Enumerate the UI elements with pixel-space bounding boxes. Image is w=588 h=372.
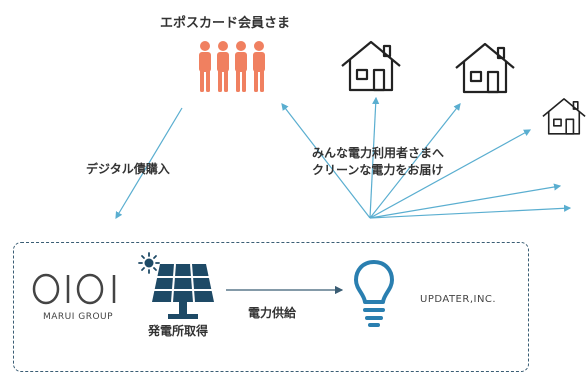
light-bulb-icon [354, 260, 394, 327]
marui-group-logo: MARUI GROUP [28, 272, 128, 322]
house-icon [542, 98, 586, 135]
arrow-to-members [281, 103, 371, 219]
digital-purchase-label: デジタル債購入 [86, 162, 170, 176]
solar-panel-icon [152, 263, 214, 319]
arrow-to-right-2 [369, 204, 572, 219]
message-line-1: みんな電力利用者さまへ [312, 146, 445, 160]
arrow-to-house-3 [369, 129, 532, 219]
arrow-to-house-1 [369, 96, 380, 219]
arrow-to-right-1 [369, 183, 562, 219]
updater-logo: UPDATER,INC. [420, 294, 497, 305]
diagram-connectors [115, 96, 572, 295]
purchase-arrow [115, 107, 183, 220]
marui-group-caption: MARUI GROUP [42, 312, 114, 322]
house-icon [341, 40, 401, 92]
people-group-icon [199, 41, 265, 92]
message-line-2: クリーンな電力をお届け [312, 163, 444, 177]
arrow-to-house-2 [369, 103, 461, 219]
house-icon [455, 42, 515, 94]
members-label: エポスカード会員さま [160, 16, 291, 31]
power-generation-label: 発電所取得 [148, 324, 209, 338]
delivery-message: みんな電力利用者さまへ クリーンな電力をお届け [312, 145, 444, 179]
power-supply-label: 電力供給 [248, 306, 297, 320]
sun-icon [138, 252, 160, 274]
marui-oioi-mark [32, 273, 116, 305]
delivery-arrows [281, 96, 572, 219]
